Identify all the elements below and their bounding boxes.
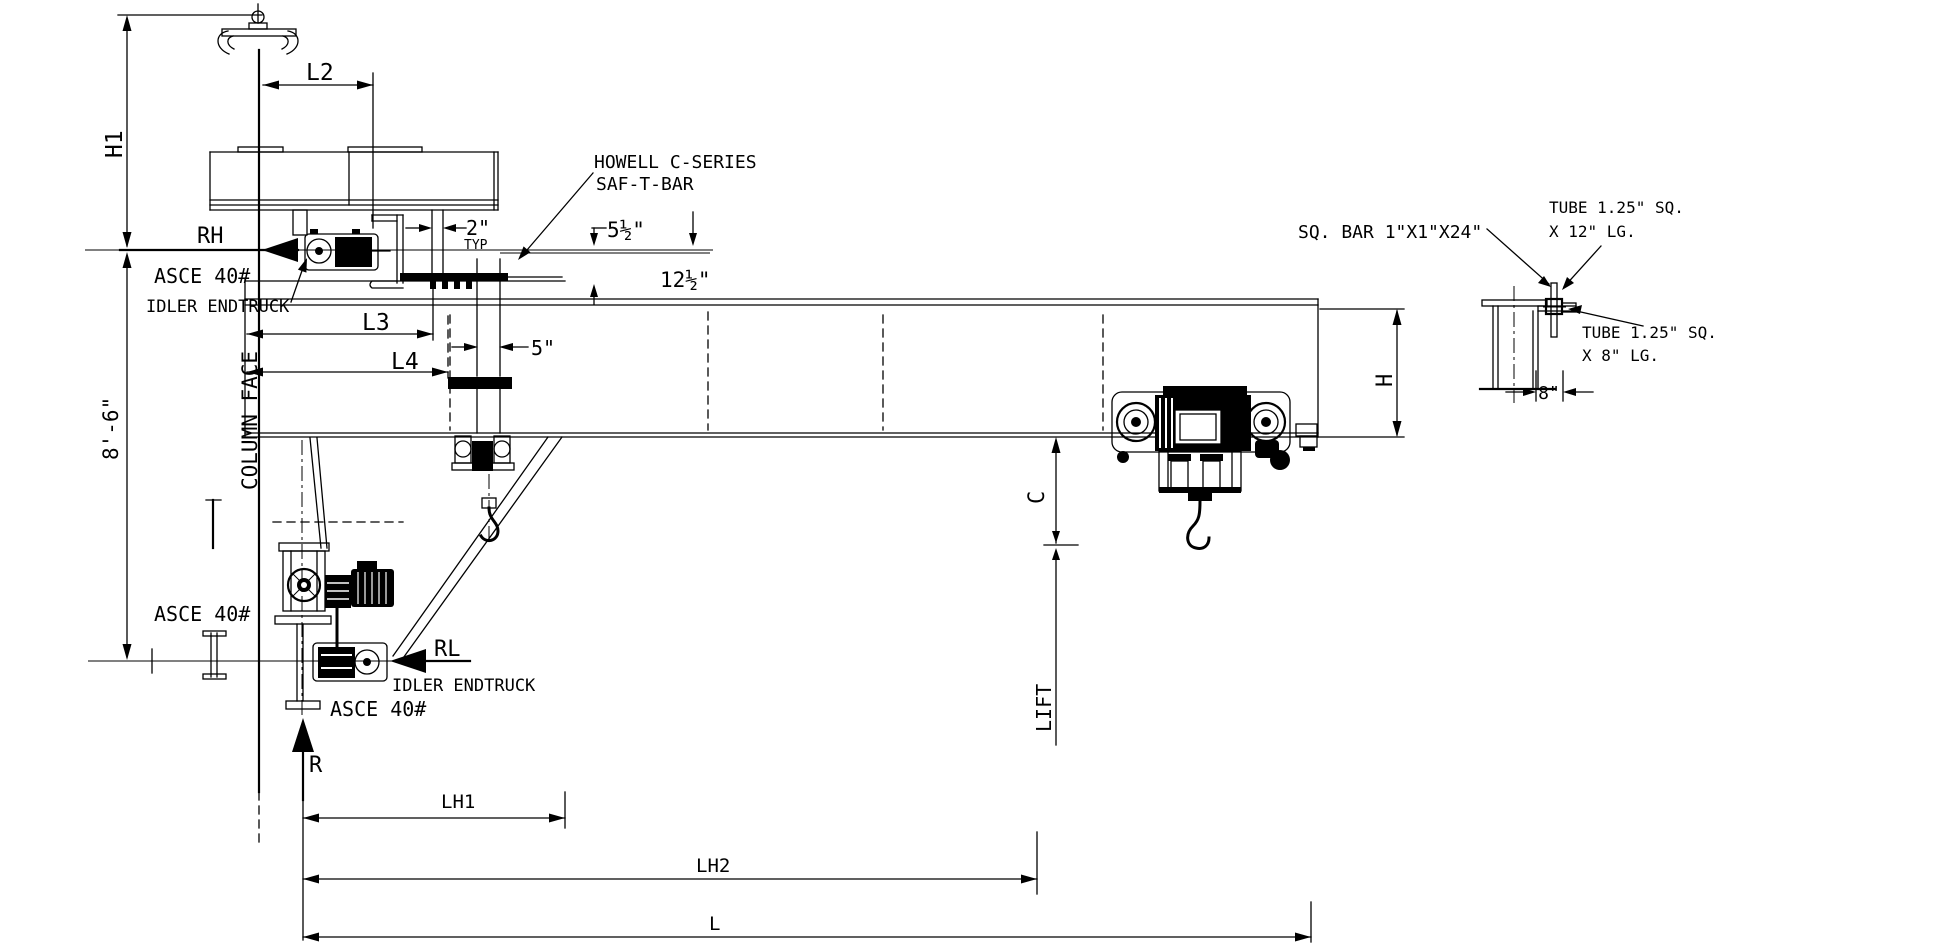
upper-idler-endtruck bbox=[304, 229, 391, 271]
ceiling-hanger-clamp bbox=[117, 3, 299, 55]
dim-label-lh1: LH1 bbox=[441, 791, 475, 813]
dim-5in bbox=[451, 343, 529, 351]
traction-drive-unit bbox=[274, 542, 394, 710]
dim-label-h: H bbox=[1373, 374, 1398, 387]
upper-support-frame bbox=[209, 146, 499, 236]
drive-wheel bbox=[286, 567, 322, 603]
leader-idler-upper bbox=[290, 258, 307, 303]
note-idler-endtruck-upper: IDLER ENDTRUCK bbox=[146, 297, 290, 317]
dim-l4 bbox=[246, 315, 449, 379]
dim-lh2 bbox=[302, 831, 1038, 895]
hoist-hook bbox=[1186, 499, 1211, 550]
arrow-left-solid-icon bbox=[262, 238, 298, 262]
dim-label-typ: TYP bbox=[464, 238, 488, 253]
arrow-down-icon bbox=[122, 232, 132, 248]
main-girder bbox=[244, 277, 1319, 438]
reaction-label-rl: RL bbox=[434, 637, 461, 662]
girder-end-stop bbox=[1295, 423, 1318, 451]
dim-label-lh2: LH2 bbox=[696, 855, 730, 877]
note-howell-line1: HOWELL C-SERIES bbox=[594, 152, 757, 173]
dim-2in bbox=[405, 224, 467, 232]
trolley-drive-motor bbox=[1270, 450, 1290, 470]
dim-8ft6 bbox=[122, 252, 132, 660]
leader-sq-bar bbox=[1486, 228, 1551, 287]
under-girder-trolley bbox=[448, 258, 515, 545]
arrow-left-icon bbox=[263, 80, 279, 90]
leader-tube-8 bbox=[1568, 305, 1644, 327]
dim-5half bbox=[590, 227, 607, 305]
note-tube12-line2: X 12" LG. bbox=[1549, 222, 1636, 241]
dim-h1 bbox=[122, 15, 132, 248]
dim-label-12half: 12½" bbox=[660, 268, 711, 292]
dim-l bbox=[302, 901, 1312, 943]
dim-label-2in: 2" bbox=[466, 216, 490, 240]
dim-lh1 bbox=[302, 791, 566, 829]
trolley-wheel-left bbox=[1115, 401, 1157, 443]
dim-label-lift: LIFT bbox=[1032, 684, 1056, 732]
note-tube8-line1: TUBE 1.25" SQ. bbox=[1582, 323, 1717, 342]
reaction-arrow-rl bbox=[390, 649, 472, 673]
mast-and-knee-brace bbox=[272, 436, 563, 715]
note-asce-lower: ASCE 40# bbox=[330, 697, 426, 721]
reaction-label-rh: RH bbox=[197, 224, 224, 249]
saf-t-bar-assembly bbox=[369, 209, 563, 289]
note-tube12-line1: TUBE 1.25" SQ. bbox=[1549, 198, 1684, 217]
reaction-arrow-rh bbox=[118, 238, 300, 262]
note-asce-mid: ASCE 40# bbox=[154, 602, 250, 626]
dim-label-h1: H1 bbox=[102, 130, 128, 158]
hoist-window bbox=[1174, 409, 1222, 445]
note-idler-endtruck-lower: IDLER ENDTRUCK bbox=[392, 676, 536, 696]
note-asce-upper: ASCE 40# bbox=[154, 264, 250, 288]
saf-t-bar-conductor bbox=[400, 273, 508, 281]
note-tube8-line2: X 8" LG. bbox=[1582, 346, 1659, 365]
column-top-detail bbox=[1478, 282, 1577, 403]
leader-tube-12 bbox=[1562, 245, 1602, 290]
arrow-right-icon bbox=[357, 80, 373, 90]
dim-label-l3: L3 bbox=[362, 310, 390, 336]
note-howell-line2: SAF-T-BAR bbox=[596, 174, 694, 195]
dim-l3 bbox=[246, 280, 434, 341]
dim-label-l4: L4 bbox=[391, 349, 419, 375]
dim-label-8ft6: 8'-6" bbox=[99, 397, 123, 460]
dim-8in-detail bbox=[1505, 370, 1594, 402]
dim-h bbox=[1317, 308, 1405, 438]
note-column-face: COLUMN FACE bbox=[238, 351, 262, 490]
arrow-up-icon bbox=[122, 15, 132, 31]
leader-howell bbox=[518, 172, 594, 260]
dim-c-lift bbox=[1043, 437, 1079, 746]
hoist-trolley bbox=[1111, 386, 1291, 550]
rail-bracket-sections bbox=[151, 498, 227, 680]
dim-label-c: C bbox=[1025, 491, 1050, 504]
small-hook bbox=[478, 506, 500, 543]
dim-label-5in: 5" bbox=[531, 336, 555, 360]
dim-l2 bbox=[262, 72, 374, 229]
dim-label-5half: 5½" bbox=[607, 218, 645, 242]
reaction-arrow-r bbox=[292, 718, 314, 941]
dim-label-l: L bbox=[709, 913, 720, 935]
reaction-label-r: R bbox=[309, 753, 323, 778]
dim-label-l2: L2 bbox=[306, 60, 334, 86]
note-sq-bar: SQ. BAR 1"X1"X24" bbox=[1298, 222, 1482, 243]
square-bar bbox=[1550, 282, 1558, 338]
dim-label-8in: 8" bbox=[1538, 383, 1560, 404]
lower-idler-endtruck bbox=[312, 642, 388, 682]
dim-12half bbox=[689, 211, 697, 246]
